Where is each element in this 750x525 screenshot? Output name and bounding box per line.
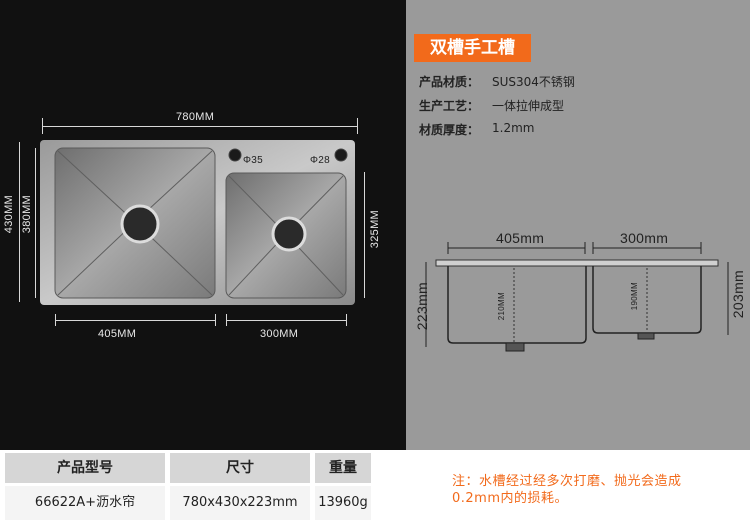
dim-height-inner: 380MM (21, 195, 33, 234)
product-title: 双槽手工槽 (414, 34, 531, 62)
specs-panel (406, 0, 750, 450)
dim-right-width: 300MM (260, 328, 299, 340)
side-left-width: 405mm (496, 230, 545, 246)
tap-hole-left (228, 148, 242, 162)
spec-label-material: 产品材质： (419, 75, 480, 89)
spec-value-thickness: 1.2mm (492, 121, 535, 135)
spec-label-process: 生产工艺： (419, 99, 480, 113)
side-rim (435, 259, 719, 267)
tap-hole-right (334, 148, 348, 162)
dim-line-total-width (42, 126, 358, 127)
side-right-outer-depth: 203mm (730, 270, 746, 319)
table-header-model: 产品型号 (5, 453, 165, 483)
dim-left-width: 405MM (98, 328, 137, 340)
dim-height-outer: 430MM (3, 195, 15, 234)
top-view-panel: 780MM Φ35 Φ28 430MM 380MM 325MM 405MM 30… (0, 0, 406, 450)
table-header-size: 尺寸 (170, 453, 310, 483)
dim-total-width: 780MM (176, 111, 215, 123)
side-right-inner-depth: 190MM (630, 282, 639, 311)
sink-top-view-drawing (40, 140, 355, 305)
table-cell-size: 780x430x223mm (170, 486, 310, 520)
left-drain (120, 204, 160, 244)
table-header-weight: 重量 (315, 453, 371, 483)
hole-left-label: Φ35 (243, 155, 264, 166)
sink-side-view-drawing (425, 242, 729, 352)
side-right-width: 300mm (620, 230, 669, 246)
side-left-inner-depth: 210MM (497, 292, 506, 321)
dim-height-small: 325MM (369, 210, 381, 249)
spec-value-process: 一体拉伸成型 (492, 99, 565, 113)
left-bowl-profile (447, 266, 587, 344)
spec-value-material: SUS304不锈钢 (492, 75, 575, 89)
table-cell-weight: 13960g (315, 486, 371, 520)
spec-label-thickness: 材质厚度： (419, 123, 480, 137)
table-cell-model: 66622A+沥水帘 (5, 486, 165, 520)
right-drain (271, 216, 307, 252)
note-text: 注：水槽经过经多次打磨、抛光会造成0.2mm内的损耗。 (452, 474, 682, 506)
hole-right-label: Φ28 (310, 155, 331, 166)
side-left-outer-depth: 223mm (414, 282, 430, 331)
